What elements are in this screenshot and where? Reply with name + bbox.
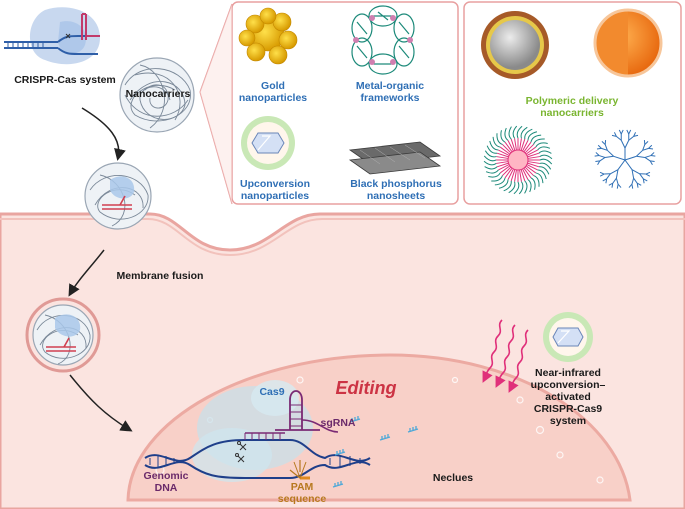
- nanocarrier-ball: [119, 57, 195, 133]
- black-phosphorus-label: Black phosphorus nanosheets: [350, 178, 442, 202]
- sgrna-strand: [275, 390, 339, 433]
- arrow-to-loaded: [81, 107, 126, 161]
- loaded-nanocarrier: [84, 162, 152, 230]
- gold-label: Gold nanoparticles: [238, 80, 308, 104]
- nir-upconversion-icon: [543, 312, 593, 362]
- zoom-callout-fill: [200, 4, 232, 204]
- nir-system-label: Near-infrared upconversion–activated CRI…: [530, 367, 606, 427]
- dendrimer-particle-icon: [594, 129, 656, 189]
- liposome-particle-icon: [593, 8, 663, 78]
- arrow-to-nucleus: [69, 374, 133, 432]
- dna-fragments: [332, 416, 419, 488]
- scissors-icons: [235, 441, 247, 463]
- cas9-complex: [192, 380, 313, 482]
- mof-icon: [351, 5, 415, 75]
- nucleus-label: Neclues: [432, 472, 474, 484]
- editing-label: Editing: [335, 378, 397, 398]
- micelle-particle-icon: [483, 125, 553, 195]
- gold-nanoparticle-icon: [238, 7, 298, 65]
- nanocarriers-label: Nanocarriers: [125, 88, 191, 100]
- crispr-cas-icon: [4, 7, 100, 65]
- nir-light-arrows: [482, 319, 529, 393]
- genomic-dna: [144, 439, 371, 479]
- cell-membrane-inner: [0, 218, 685, 257]
- pam-label: PAM sequence: [277, 481, 327, 505]
- membrane-fusion-label: Membrane fusion: [116, 270, 204, 282]
- nucleus-pores: [155, 376, 604, 484]
- crispr-system-label: CRISPR-Cas system: [14, 74, 116, 86]
- mof-label: Metal-organic frameworks: [355, 80, 425, 104]
- upconversion-nanoparticle-icon: [241, 116, 295, 170]
- pam-sequence-mark: [289, 460, 310, 480]
- dna-rungs: [149, 455, 361, 468]
- guide-pairing: [244, 432, 285, 440]
- sgrna-label: sgRNA: [320, 417, 356, 429]
- arrow-membrane-fusion: [68, 249, 105, 297]
- genomic-dna-label: Genomic DNA: [143, 470, 189, 494]
- black-phosphorus-icon: [348, 141, 442, 175]
- upconversion-label: Upconversion nanoparticles: [239, 178, 310, 202]
- core-shell-particle-icon: [481, 11, 549, 79]
- polymeric-label: Polymeric delivery nanocarriers: [525, 95, 619, 119]
- cas9-label: Cas9: [259, 386, 285, 398]
- fused-nanocarrier: [25, 297, 101, 373]
